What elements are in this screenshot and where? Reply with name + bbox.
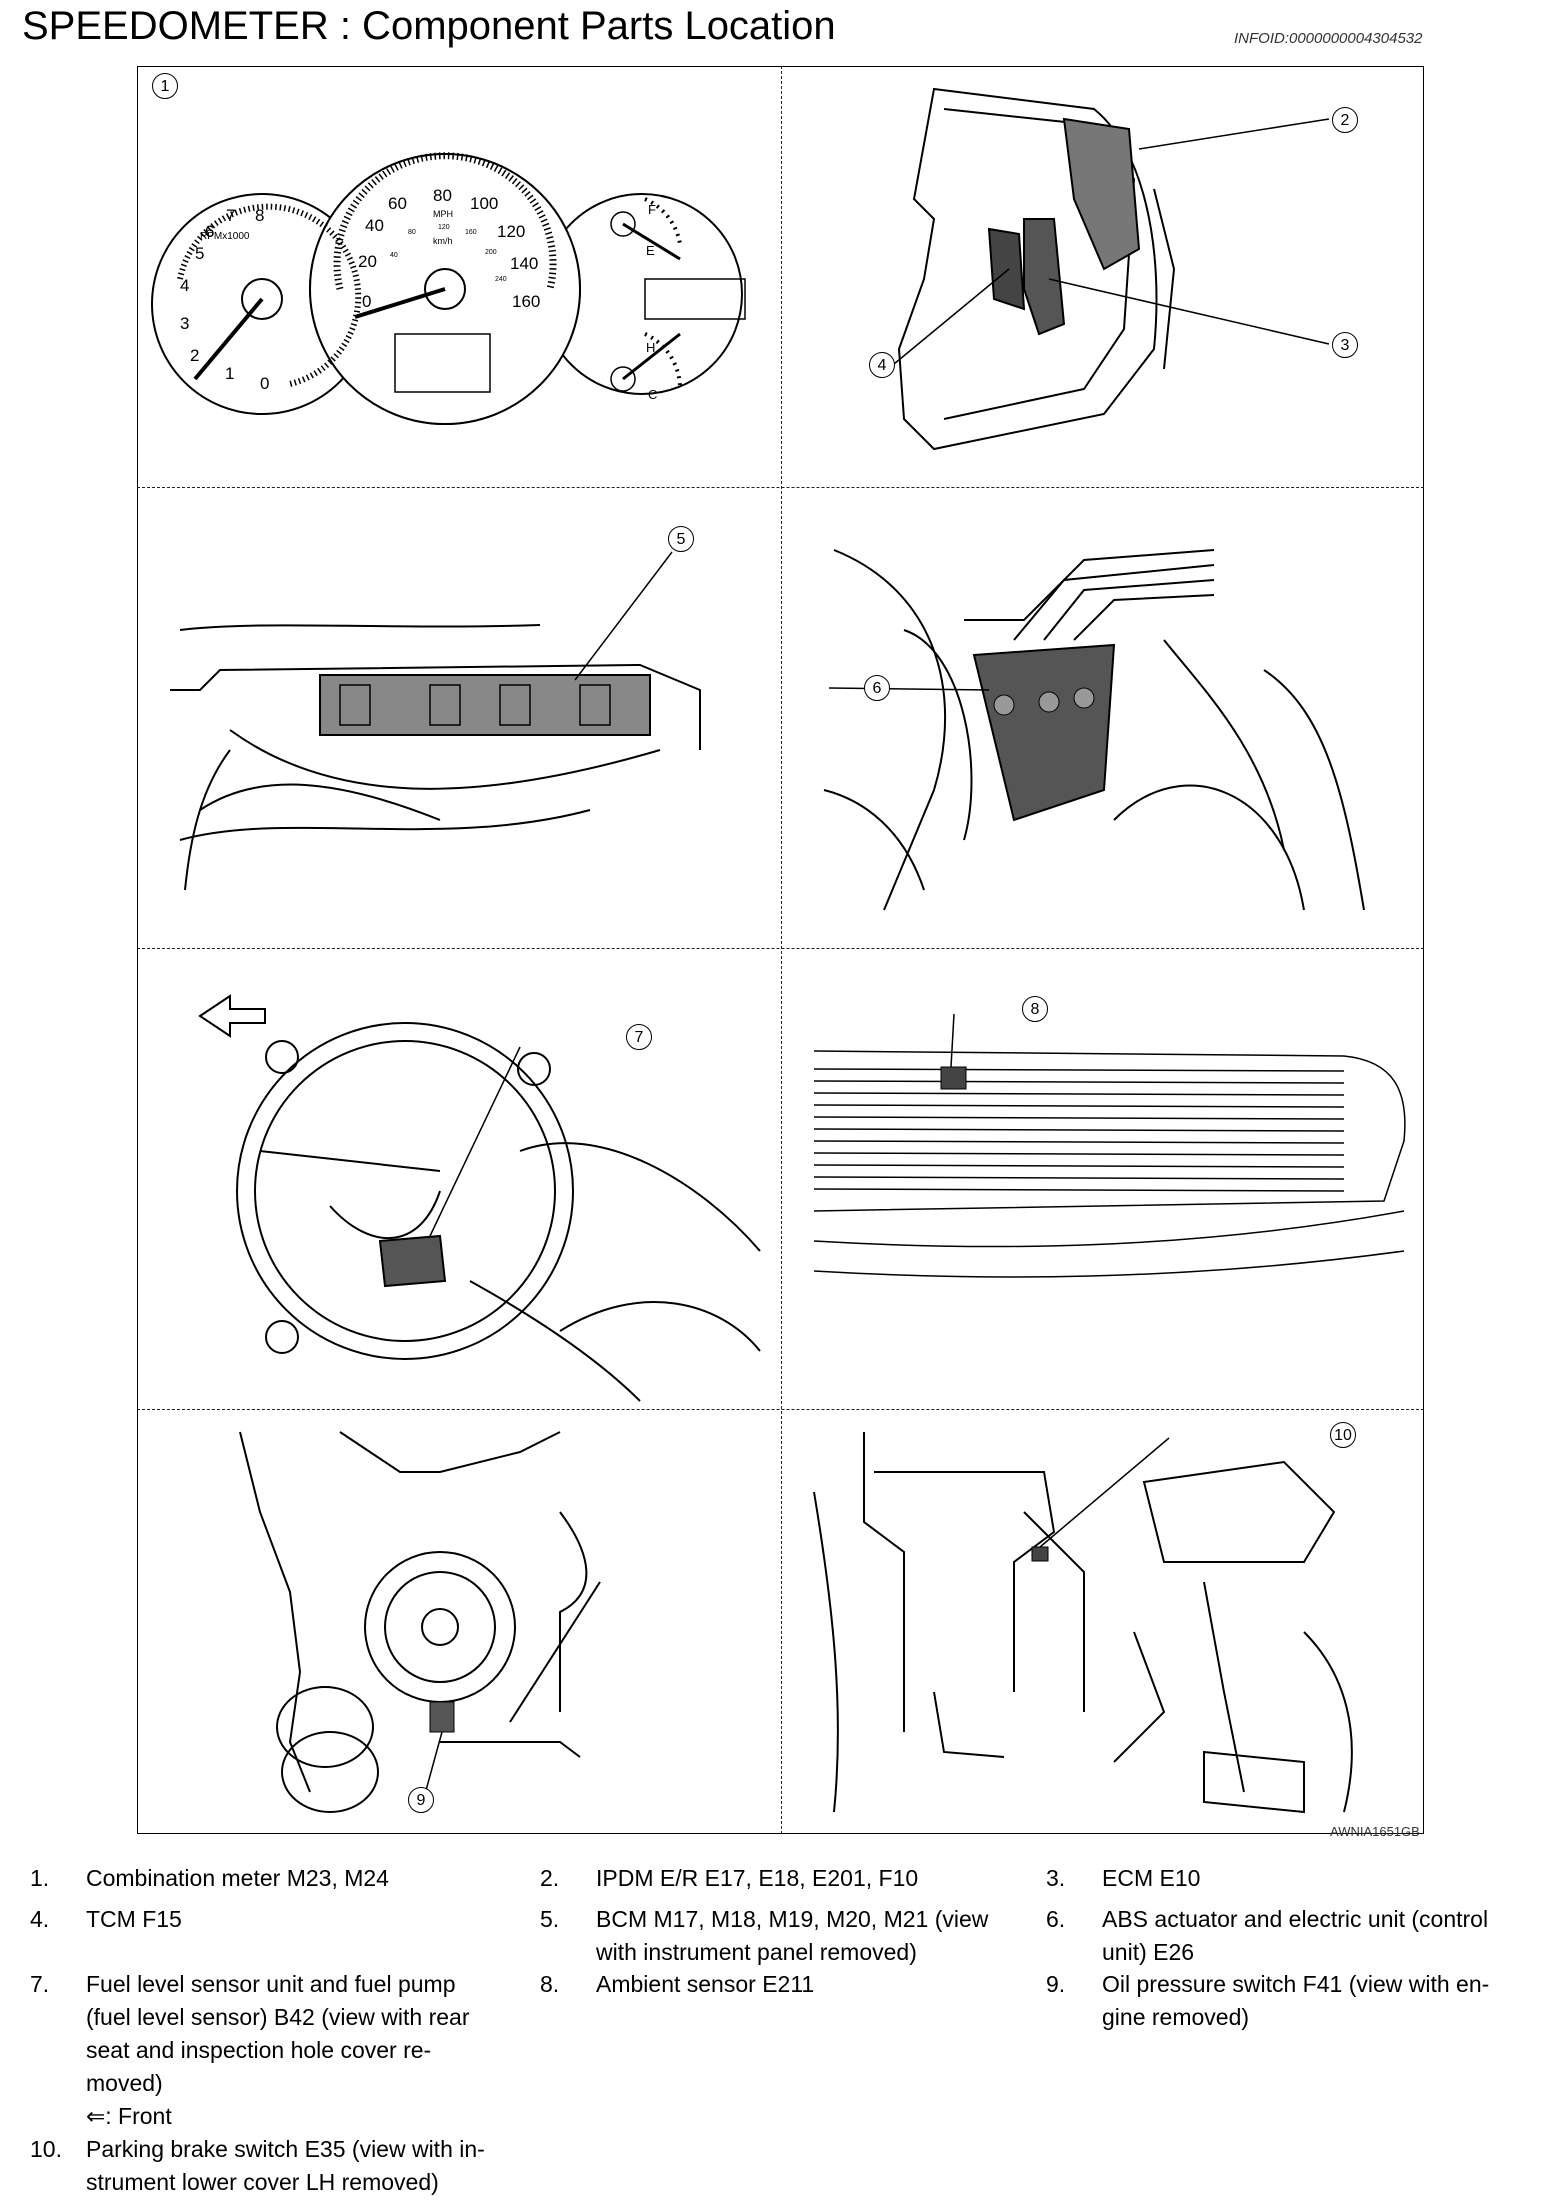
tach-unit: RPMx1000 bbox=[200, 231, 250, 242]
speedo-label: 40 bbox=[365, 216, 384, 235]
legend-text-line: ABS actuator and electric unit (control bbox=[1102, 1906, 1489, 1932]
legend-text-line: Fuel level sensor unit and fuel pump bbox=[86, 1971, 456, 1997]
legend-text-line: ⇐: Front bbox=[86, 2103, 172, 2129]
front-arrow-icon bbox=[198, 994, 266, 1038]
fuel-label: E bbox=[646, 243, 655, 258]
tach-label: 8 bbox=[255, 206, 264, 225]
speedo-kmh-label: 160 bbox=[465, 229, 477, 236]
speedo-kmh-label: 120 bbox=[438, 224, 450, 231]
speedo-label: 0 bbox=[362, 292, 371, 311]
tach-label: 1 bbox=[225, 364, 234, 383]
legend-text-line: gine removed) bbox=[1102, 2004, 1250, 2030]
figure-divider-row1 bbox=[137, 487, 1424, 488]
legend-text-line: Parking brake switch E35 (view with in- bbox=[86, 2136, 485, 2162]
legend-text-line: Oil pressure switch F41 (view with en- bbox=[1102, 1971, 1490, 1997]
legend-number: 1. bbox=[30, 1865, 50, 1891]
legend-text-line: IPDM E/R E17, E18, E201, F10 bbox=[596, 1865, 919, 1891]
panel-engine-compartment-modules: 2 3 4 bbox=[784, 69, 1421, 484]
panel-parking-brake-switch: 10 bbox=[784, 1412, 1421, 1831]
speedo-label: 20 bbox=[358, 252, 377, 271]
panel-bcm: 5 bbox=[140, 490, 778, 945]
speedo-unit-kmh: km/h bbox=[433, 236, 453, 246]
legend-text-line: (fuel level sensor) B42 (view with rear bbox=[86, 2004, 470, 2030]
legend-number: 6. bbox=[1046, 1906, 1066, 1932]
speedo-kmh-label: 200 bbox=[485, 249, 497, 256]
callout-6: 6 bbox=[864, 675, 890, 701]
speedo-label: 100 bbox=[470, 194, 498, 213]
speedo-label: 60 bbox=[388, 194, 407, 213]
speedo-kmh-label: 40 bbox=[390, 252, 398, 259]
page-title: SPEEDOMETER : Component Parts Location bbox=[22, 4, 836, 48]
fuel-label: F bbox=[648, 202, 656, 217]
tach-label: 7 bbox=[226, 206, 235, 225]
speedo-kmh-label: 80 bbox=[408, 229, 416, 236]
callout-2: 2 bbox=[1332, 107, 1358, 133]
legend-text-line: TCM F15 bbox=[86, 1906, 182, 1932]
temp-label: C bbox=[648, 387, 657, 402]
legend-text-line: Ambient sensor E211 bbox=[596, 1971, 815, 1997]
legend-text-line: BCM M17, M18, M19, M20, M21 (view bbox=[596, 1906, 989, 1932]
panel-oil-pressure-switch: 9 bbox=[140, 1412, 778, 1831]
panel-abs-actuator: 6 bbox=[784, 490, 1421, 945]
legend-number: 7. bbox=[30, 1971, 50, 1997]
info-id: INFOID:0000000004304532 bbox=[1234, 30, 1423, 47]
speedo-label: 120 bbox=[497, 222, 525, 241]
legend-number: 5. bbox=[540, 1906, 560, 1932]
callout-10: 10 bbox=[1330, 1422, 1356, 1448]
speedo-label: 80 bbox=[433, 186, 452, 205]
panel-fuel-level-sensor: 7 bbox=[140, 951, 778, 1406]
panel-combination-meter: 7 8 6 5 4 3 2 1 0 RPMx1000 80 60 100 40 … bbox=[140, 69, 778, 484]
callout-5: 5 bbox=[668, 526, 694, 552]
parking-brake-switch-illustration bbox=[813, 1432, 1353, 1814]
panel-ambient-sensor: 8 bbox=[784, 951, 1421, 1406]
legend-text-line: strument lower cover LH removed) bbox=[86, 2169, 439, 2195]
tach-label: 0 bbox=[260, 374, 269, 393]
engine-compartment-illustration bbox=[893, 87, 1330, 451]
oil-pressure-switch-illustration bbox=[239, 1431, 601, 1813]
tach-label: 5 bbox=[195, 244, 204, 263]
figure-divider-row3 bbox=[137, 1409, 1424, 1410]
figure-divider-vertical bbox=[781, 66, 782, 1834]
combination-meter-illustration: 7 8 6 5 4 3 2 1 0 RPMx1000 80 60 100 40 … bbox=[151, 152, 746, 425]
fuel-level-sensor-illustration bbox=[198, 994, 761, 1402]
legend-number: 9. bbox=[1046, 1971, 1066, 1997]
speedo-label: 140 bbox=[510, 254, 538, 273]
legend-number: 4. bbox=[30, 1906, 50, 1932]
figure-divider-row2 bbox=[137, 948, 1424, 949]
temp-label: H bbox=[646, 340, 655, 355]
tach-label: 2 bbox=[190, 346, 199, 365]
speedo-label: 160 bbox=[512, 292, 540, 311]
ambient-sensor-illustration bbox=[813, 1013, 1406, 1278]
legend-text-line: seat and inspection hole cover re- bbox=[86, 2037, 432, 2063]
tach-label: 4 bbox=[180, 276, 189, 295]
tach-label: 3 bbox=[180, 314, 189, 333]
callout-7: 7 bbox=[626, 1024, 652, 1050]
legend-number: 3. bbox=[1046, 1865, 1066, 1891]
callout-8: 8 bbox=[1022, 996, 1048, 1022]
abs-actuator-illustration bbox=[823, 549, 1365, 911]
callout-9: 9 bbox=[408, 1787, 434, 1813]
legend-text-line: unit) E26 bbox=[1102, 1939, 1195, 1965]
legend-text-line: with instrument panel removed) bbox=[596, 1939, 917, 1965]
legend-text-line: ECM E10 bbox=[1102, 1865, 1201, 1891]
legend-number: 8. bbox=[540, 1971, 560, 1997]
legend-text-line: moved) bbox=[86, 2070, 163, 2096]
callout-4: 4 bbox=[869, 352, 895, 378]
figure-code: AWNIA1651GB bbox=[1330, 1824, 1420, 1839]
legend-number: 2. bbox=[540, 1865, 560, 1891]
figure-frame bbox=[137, 66, 1424, 1834]
speedo-kmh-label: 240 bbox=[495, 276, 507, 283]
bcm-illustration bbox=[170, 551, 701, 891]
legend-number: 10. bbox=[30, 2136, 62, 2162]
tach-label: 6 bbox=[205, 222, 214, 241]
speedo-unit-mph: MPH bbox=[433, 209, 453, 219]
legend-text-line: Combination meter M23, M24 bbox=[86, 1865, 389, 1891]
callout-1: 1 bbox=[152, 73, 178, 99]
callout-3: 3 bbox=[1332, 332, 1358, 358]
